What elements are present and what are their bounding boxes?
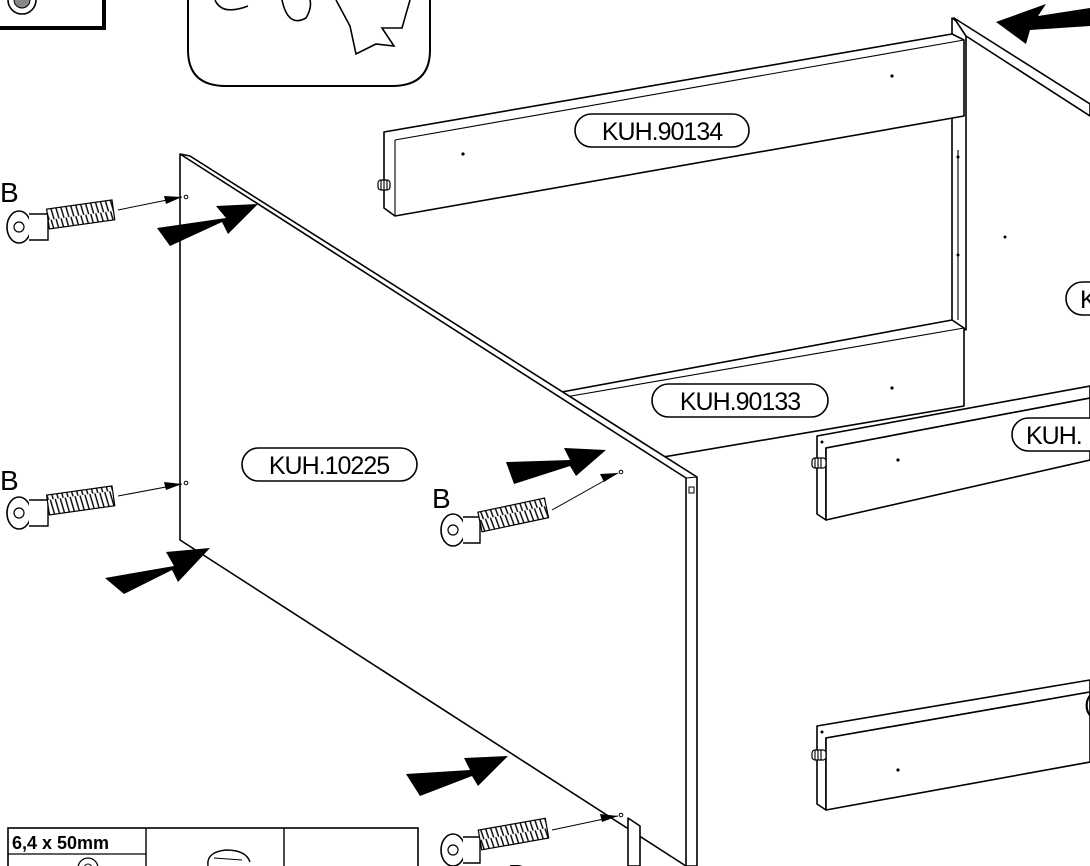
- screw-letter: B: [0, 177, 19, 208]
- screw-icon: [6, 482, 183, 530]
- arrow-icon: [406, 756, 508, 796]
- screw-icon: [440, 472, 619, 547]
- arrow-icon: [157, 204, 258, 246]
- arrow-icon: [506, 448, 606, 484]
- part-label-text: (: [1084, 690, 1090, 718]
- screw-icon: [6, 196, 183, 244]
- bottom-right-rail: [811, 679, 1090, 811]
- fitting-table: 6,4 x 50mm: [7, 827, 419, 866]
- part-label-bottom-right: (: [1084, 690, 1090, 718]
- part-label-text: KUH.: [1026, 422, 1082, 450]
- top-left-box-fragment: [0, 0, 106, 30]
- side-panel: [179, 153, 698, 866]
- part-label-middle-rail: KUH.90133: [651, 383, 829, 418]
- part-label-text: KUH.90134: [602, 118, 723, 146]
- screw-letter: B: [508, 859, 527, 866]
- part-label-text: KUH.90133: [680, 388, 800, 416]
- hand-detail-fragment: [187, 0, 431, 87]
- arrow-icon: [105, 548, 210, 594]
- part-label-right-rail: KUH.: [1011, 417, 1090, 452]
- back-frame: [951, 17, 1090, 331]
- part-label-text: KUH.10225: [269, 452, 389, 480]
- screw-icon: [440, 814, 619, 866]
- cam-fitting-icon: [207, 849, 251, 866]
- screw-letter: B: [432, 483, 451, 514]
- part-label-right-edge: K: [1065, 281, 1090, 316]
- screw-letter: B: [0, 465, 19, 496]
- part-label-top-rail: KUH.90134: [574, 113, 750, 148]
- arrow-icon: [996, 4, 1090, 44]
- fitting-size-label: 6,4 x 50mm: [12, 833, 109, 853]
- part-label-text: K: [1080, 286, 1090, 314]
- part-label-side-panel: KUH.10225: [241, 447, 418, 482]
